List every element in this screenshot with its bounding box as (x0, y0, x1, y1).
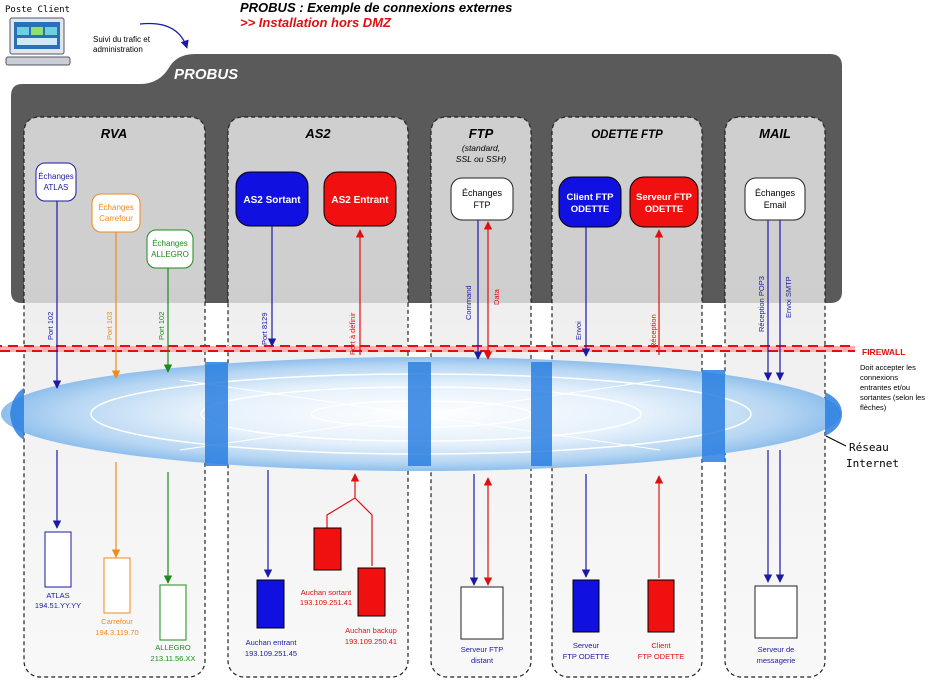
odette-target-server-2: FTP ODETTE (563, 652, 610, 661)
as2-title: AS2 (304, 126, 331, 141)
ftp-target-label-2: distant (471, 656, 494, 665)
as2-entrant-box (323, 171, 397, 227)
firewall-note-2: connexions (860, 373, 898, 382)
odette-title: ODETTE FTP (591, 129, 663, 141)
rva-port-allegro: Port 102 (157, 312, 166, 340)
internet-label-1: Réseau (849, 441, 889, 454)
as2-target-sortant-name: Auchan sortant (301, 588, 352, 597)
ftp-target-label-1: Serveur FTP (461, 645, 504, 654)
ftp-command-label: Command (464, 285, 473, 320)
odette-target-client-1: Client (651, 641, 671, 650)
as2-target-sortant-ip: 193.109.251.41 (300, 598, 352, 607)
ftp-data-label: Data (492, 288, 501, 305)
internet-label-2: Internet (846, 457, 899, 470)
as2-port-in: Port à définir (348, 312, 357, 355)
firewall-note-4: sortantes (selon les (860, 393, 925, 402)
ftp-box-label-1: Échanges (462, 188, 503, 198)
rva-port-atlas: Port 102 (46, 312, 55, 340)
page-subtitle: >> Installation hors DMZ (240, 15, 392, 30)
odette-client-box (558, 176, 622, 228)
rva-boxes (35, 162, 194, 269)
mail-pop-label: Réception POP3 (757, 276, 766, 332)
mail-title: MAIL (759, 126, 791, 141)
firewall-line (0, 345, 855, 352)
firewall-note-1: Doit accepter les (860, 363, 916, 372)
rva-target-carrefour-name: Carrefour (101, 617, 133, 626)
as2-target-backup-ip: 193.109.250.41 (345, 637, 397, 646)
odette-server-target (572, 579, 600, 633)
odette-reception-label: Réception (649, 314, 658, 348)
as2-entrant-label: AS2 Entrant (331, 195, 389, 206)
mail-box-label-1: Échanges (755, 188, 796, 198)
client-note-1: Suivi du trafic et (93, 35, 151, 44)
client-note-2: administration (93, 45, 143, 54)
rva-ex-atlas-2: ATLAS (44, 183, 69, 192)
firewall-label: FIREWALL (862, 347, 905, 357)
mail-smtp-label: Envoi SMTP (784, 276, 793, 318)
rva-target-atlas-name: ATLAS (46, 591, 69, 600)
odette-client-label-1: Client FTP (567, 192, 615, 203)
rva-targets (44, 531, 187, 641)
ftp-box-label-2: FTP (474, 200, 491, 210)
rva-title: RVA (101, 126, 127, 141)
probus-label: PROBUS (174, 66, 238, 83)
as2-targets (256, 527, 386, 629)
rva-target-allegro-ip: 213.11.56.XX (151, 654, 196, 663)
page-title: PROBUS : Exemple de connexions externes (240, 0, 512, 15)
client-label: Poste Client (5, 5, 70, 15)
odette-server-label-2: ODETTE (645, 204, 684, 215)
odette-client-label-2: ODETTE (571, 204, 610, 215)
odette-target-server-1: Serveur (573, 641, 600, 650)
ftp-title: FTP (469, 126, 494, 141)
mail-target (754, 585, 798, 639)
as2-sortant-label: AS2 Sortant (243, 195, 301, 206)
firewall-note-3: entrantes et/ou (860, 383, 910, 392)
rva-target-atlas-ip: 194.51.YY.YY (35, 601, 81, 610)
as2-target-entrant-name: Auchan entrant (246, 638, 298, 647)
rva-ex-atlas-1: Échanges (38, 172, 74, 181)
rva-ex-carrefour-1: Échanges (98, 203, 134, 212)
ftp-target (460, 586, 504, 640)
odette-server-box (629, 176, 699, 228)
rva-target-allegro-name: ALLEGRO (155, 643, 191, 652)
as2-target-backup-name: Auchan backup (345, 626, 397, 635)
odette-target-client-2: FTP ODETTE (638, 652, 685, 661)
mail-target-label-1: Serveur de (758, 645, 795, 654)
rva-ex-carrefour-2: Carrefour (99, 214, 133, 223)
odette-server-label-1: Serveur FTP (636, 192, 693, 203)
rva-ex-allegro-2: ALLEGRO (151, 250, 189, 259)
as2-port-out: Port 8129 (260, 312, 269, 345)
internet-cloud (1, 357, 842, 471)
rva-port-carrefour: Port 103 (105, 312, 114, 340)
ftp-sub-1: (standard, (462, 143, 500, 153)
odette-client-target (647, 579, 675, 633)
rva-arrows (52, 201, 173, 584)
odette-envoi-label: Envoi (574, 321, 583, 340)
ftp-sub-2: SSL ou SSH) (456, 154, 507, 164)
mail-box (744, 177, 806, 221)
ftp-box (450, 177, 514, 221)
computer-icon (5, 17, 71, 66)
as2-target-entrant-ip: 193.109.251.45 (245, 649, 297, 658)
rva-target-carrefour-ip: 194.3.119.70 (95, 628, 138, 637)
mail-target-label-2: messagerie (757, 656, 796, 665)
rva-ex-allegro-1: Échanges (152, 239, 188, 248)
mail-box-label-2: Email (764, 200, 787, 210)
firewall-note-5: flèches) (860, 403, 887, 412)
